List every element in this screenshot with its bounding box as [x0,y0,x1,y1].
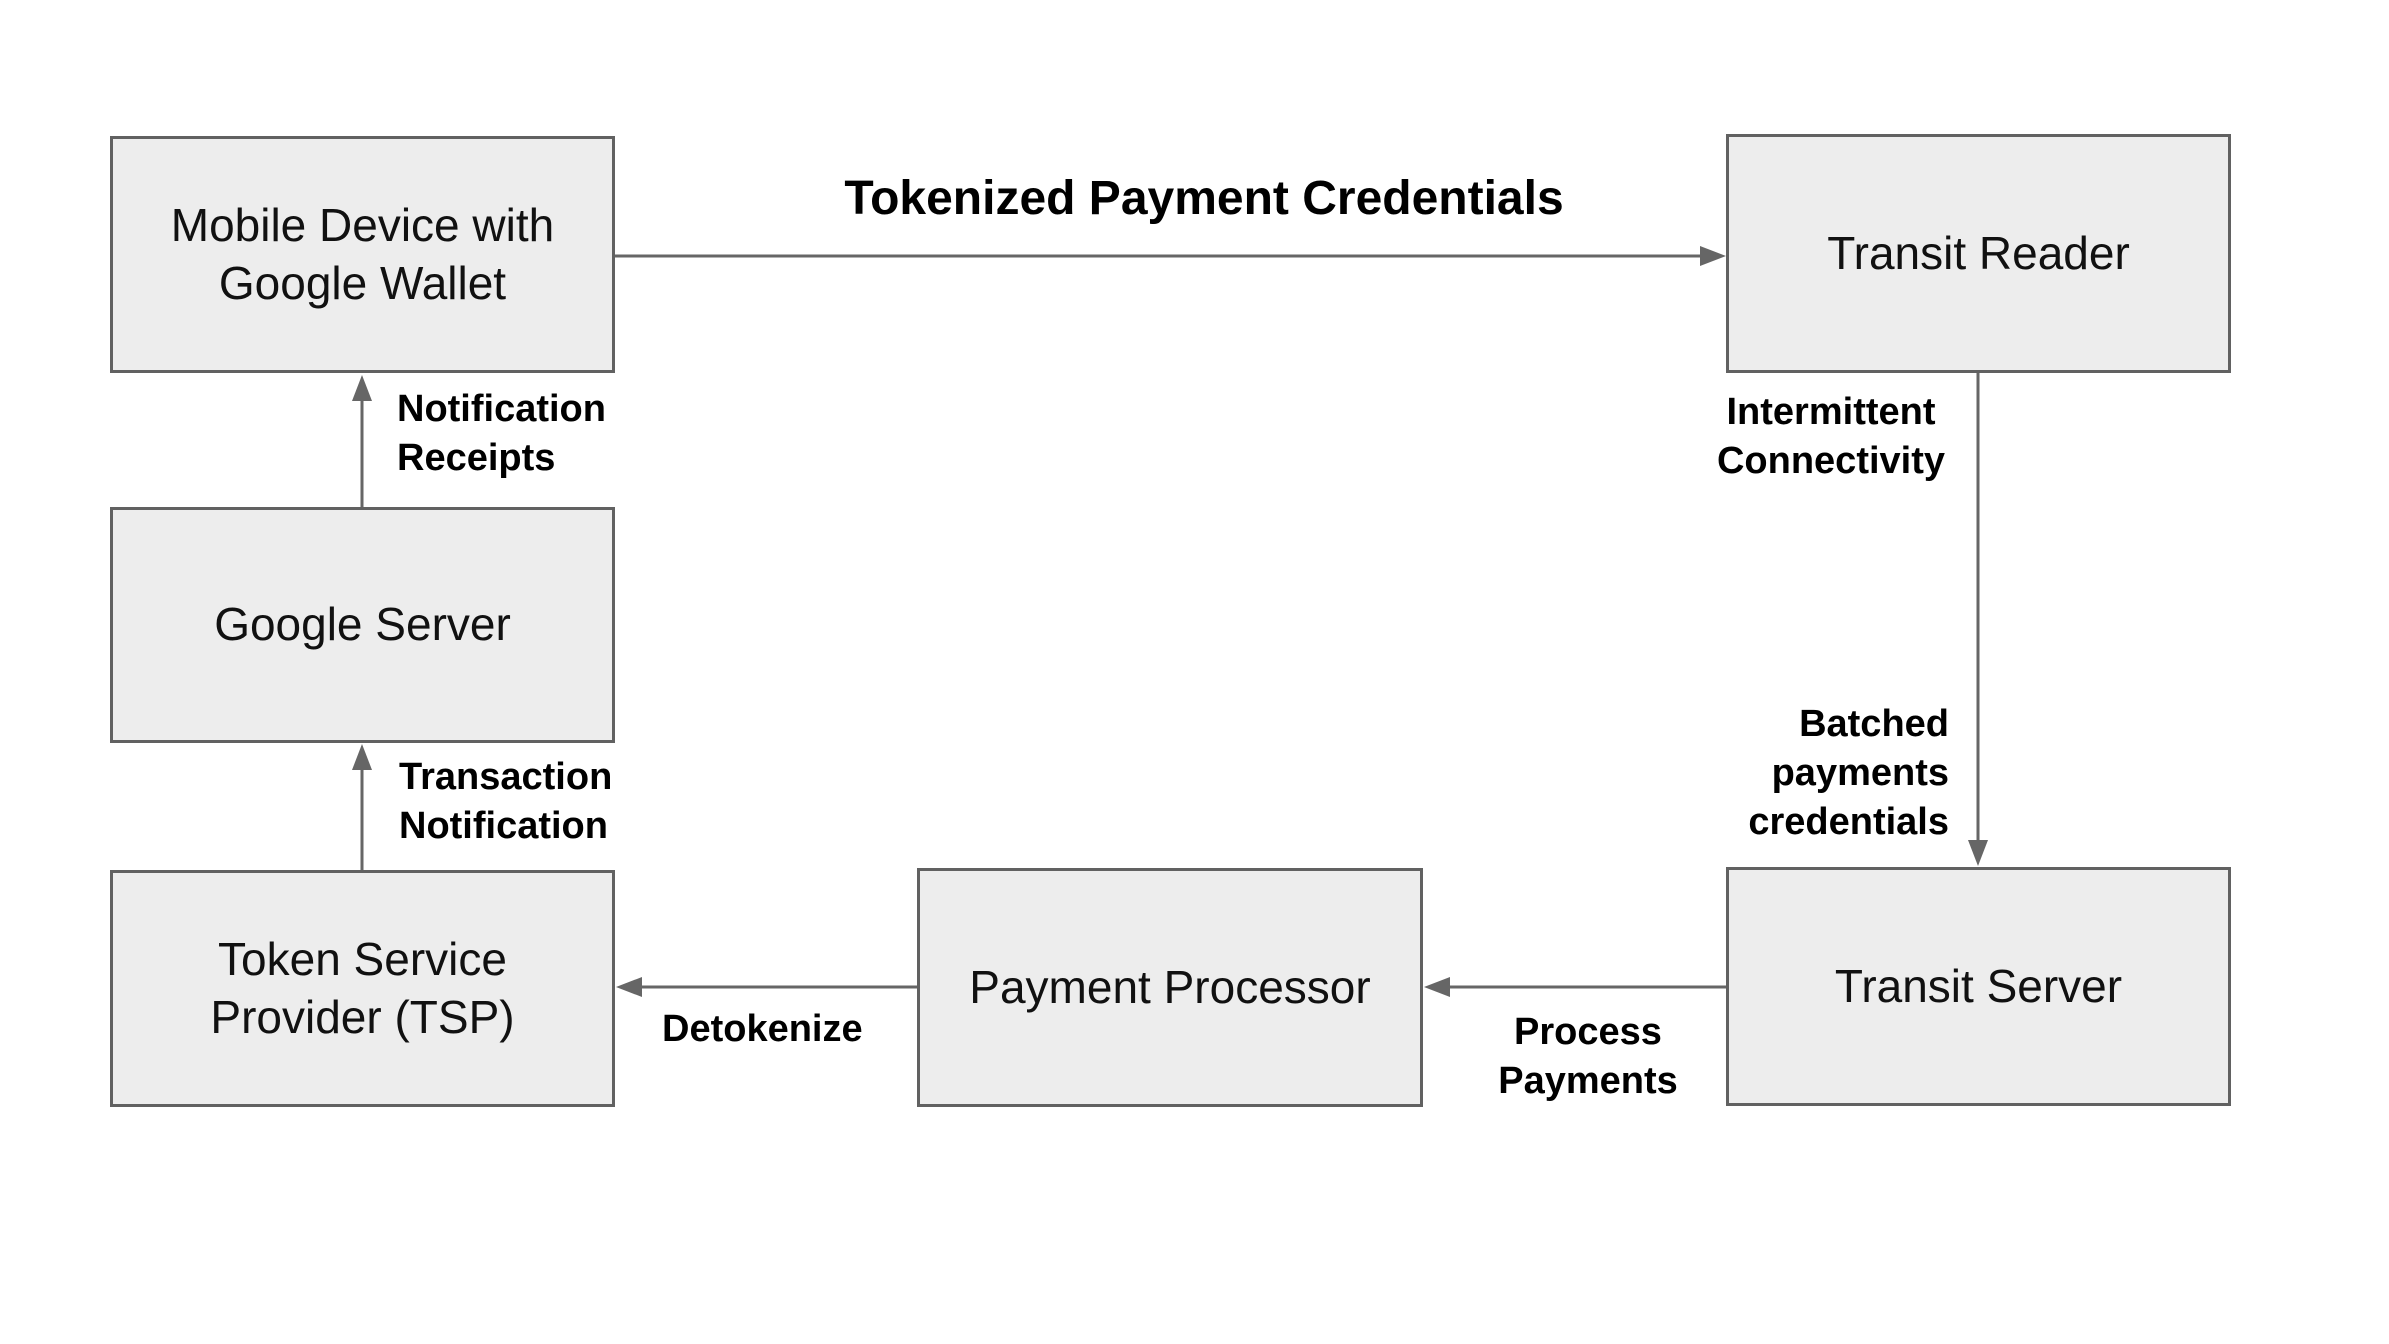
node-label: Mobile Device with Google Wallet [170,198,555,309]
edge-label-detokenize: Detokenize [662,1008,863,1050]
edge-reader-to-server-arrow [1968,373,1988,866]
arrowhead-up-icon [352,744,372,770]
edge-transaction-notification-arrow [352,744,372,870]
edge-label-tokenized-payment-credentials: Tokenized Payment Credentials [844,172,1564,225]
node-label: Transit Server [1834,959,2123,1012]
arrowhead-left-icon [1424,977,1450,997]
edge-detokenize-arrow [616,977,917,997]
arrowhead-right-icon [1700,246,1726,266]
arrowhead-down-icon [1968,840,1988,866]
edge-process-payments-arrow [1424,977,1726,997]
node-payment-processor: Payment Processor [917,868,1423,1107]
edge-notification-receipts-arrow [352,375,372,507]
edge-label-batched-payments-credentials: Batched payments credentials [1748,703,1949,843]
arrowhead-up-icon [352,375,372,401]
edge-label-notification-receipts: Notification Receipts [397,388,606,479]
edge-label-transaction-notification: Transaction Notification [399,756,613,847]
edge-label-process-payments: Process Payments [1498,1011,1678,1102]
node-google-server: Google Server [110,507,615,743]
node-label: Transit Reader [1827,226,2130,279]
edge-label-intermittent-connectivity: Intermittent Connectivity [1716,391,1946,482]
edge-tokenized-payment-credentials-arrow [615,246,1726,266]
node-label: Payment Processor [969,960,1371,1013]
node-token-service-provider: Token Service Provider (TSP) [110,870,615,1107]
arrowhead-left-icon [616,977,642,997]
node-transit-reader: Transit Reader [1726,134,2231,373]
node-mobile-device: Mobile Device with Google Wallet [110,136,615,373]
node-transit-server: Transit Server [1726,867,2231,1106]
node-label: Token Service Provider (TSP) [210,932,515,1043]
node-label: Google Server [214,598,511,651]
